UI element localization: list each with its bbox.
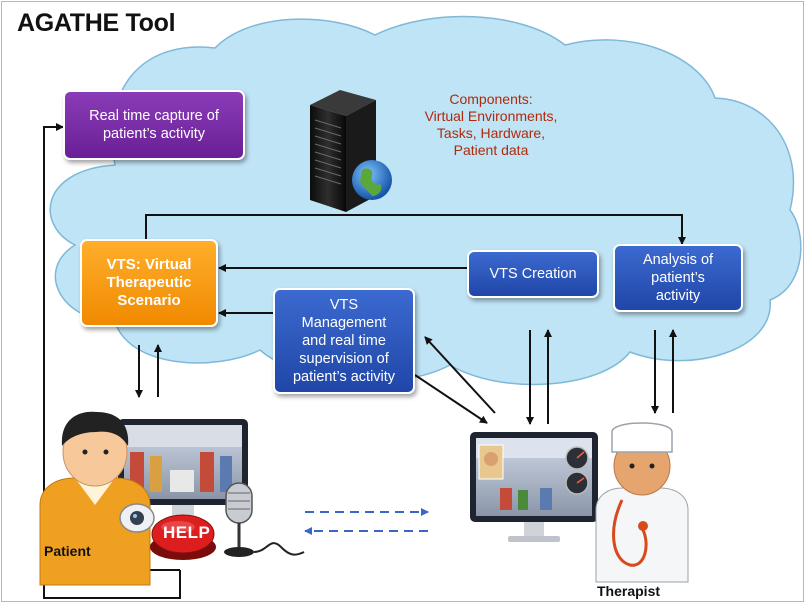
capture-box-line: patient’s activity [102, 126, 206, 142]
components-line: Virtual Environments, [424, 108, 558, 124]
management-box: VTS Management and real time supervision… [273, 288, 415, 394]
components-heading: Components: [449, 91, 533, 107]
vts-box: VTS: Virtual Therapeutic Scenario [80, 239, 218, 327]
patient-monitor-icon [118, 419, 248, 519]
page-title: AGATHE Tool [17, 9, 176, 37]
vts-box-line: Scenario [117, 292, 181, 309]
vts-creation-label: VTS Creation [489, 266, 577, 282]
analysis-box-line: Analysis of [642, 252, 714, 268]
capture-box: Real time capture of patient’s activity [63, 90, 245, 160]
components-line: Tasks, Hardware, [436, 125, 546, 141]
webcam-icon [119, 503, 155, 533]
therapist-label: Therapist [597, 583, 661, 599]
analysis-box-line: activity [655, 288, 701, 304]
management-box-line: Management [301, 315, 387, 331]
server-icon [310, 90, 392, 212]
management-box-line: patient’s activity [292, 369, 396, 385]
components-text: Components: Virtual Environments, Tasks,… [412, 91, 570, 159]
vts-creation-box: VTS Creation [467, 250, 599, 298]
vts-box-line: Therapeutic [106, 274, 192, 291]
therapist-avatar [595, 422, 689, 583]
vts-box-line: VTS: Virtual [106, 256, 192, 273]
microphone-icon [224, 482, 305, 557]
patient-label: Patient [44, 543, 91, 559]
help-label: HELP [163, 523, 211, 542]
management-box-line: supervision of [299, 351, 389, 367]
analysis-box-line: patient’s [651, 270, 705, 286]
help-button-icon [150, 514, 216, 560]
capture-box-line: Real time capture of [89, 108, 219, 124]
components-line: Patient data [453, 142, 529, 158]
therapist-monitor-icon [470, 432, 598, 542]
cloud-shape [49, 15, 802, 386]
management-box-line: and real time [302, 333, 386, 349]
patient-avatar [39, 411, 151, 586]
management-box-line: VTS [329, 297, 359, 313]
analysis-box: Analysis of patient’s activity [613, 244, 743, 312]
